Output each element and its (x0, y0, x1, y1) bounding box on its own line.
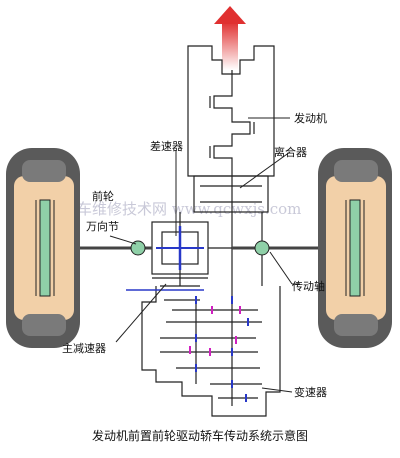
drive-shaft-label: 传动轴 (292, 279, 325, 293)
differential-unit (126, 221, 232, 291)
left-wheel (6, 148, 80, 348)
gear-mesh-markers (189, 296, 249, 402)
universal-joint-label: 万向节 (86, 219, 119, 233)
leader-lines (109, 117, 300, 393)
clutch-label: 离合器 (274, 145, 307, 159)
direction-arrow-icon (214, 6, 246, 70)
diagram-caption: 发动机前置前轮驱动轿车传动系统示意图 (92, 428, 308, 443)
gearbox-label: 变速器 (294, 385, 327, 399)
engine-block (187, 45, 275, 177)
watermark: 汽车维修技术网 www.qcwxjs.com (62, 200, 301, 218)
front-wheel-label: 前轮 (92, 189, 114, 203)
engine-label: 发动机 (294, 111, 327, 125)
differential-label: 差速器 (150, 139, 183, 153)
final-drive-label: 主减速器 (62, 342, 106, 355)
clutch (193, 175, 269, 213)
right-wheel (318, 148, 392, 348)
